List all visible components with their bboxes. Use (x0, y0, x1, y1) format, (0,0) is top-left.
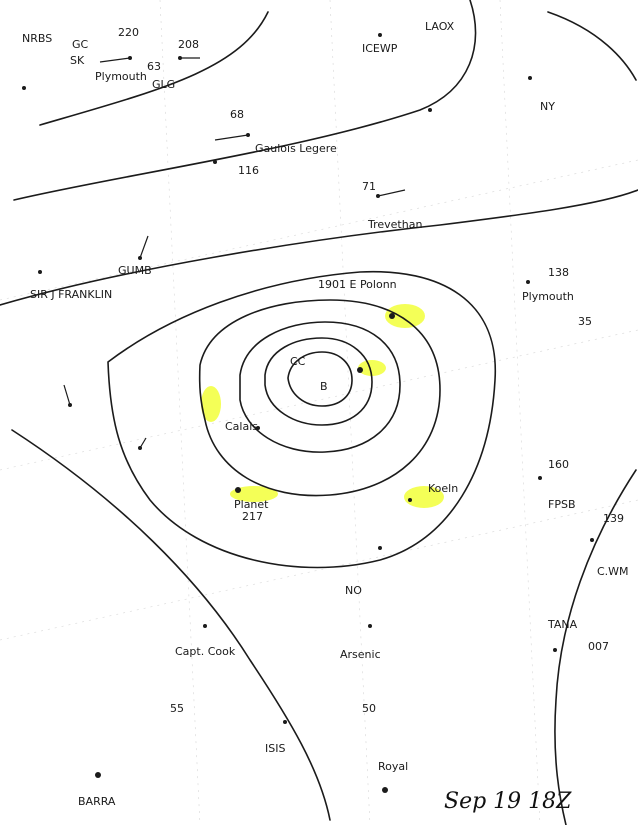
label-p220: 220 (118, 26, 139, 39)
station-17 (256, 426, 260, 430)
label-p55a: 55 (170, 702, 184, 715)
label-b: B (320, 380, 328, 393)
label-fpsb: FPSB (548, 498, 576, 511)
station-5 (528, 76, 532, 80)
isobar-ring-2 (239, 321, 401, 453)
isobar-outer-lobe (11, 429, 331, 821)
label-pol: 1901 E Polonn (318, 278, 397, 291)
label-p007: 007 (588, 640, 609, 653)
station-6 (428, 108, 432, 112)
highlight-2 (358, 360, 386, 376)
label-pl: Plymouth (95, 70, 147, 83)
label-aa: Arsenic (340, 648, 381, 661)
labels: NRBS GC 220 208 63 Plymouth SK ICEWP LAO… (22, 20, 629, 814)
label-p139: 139 (603, 512, 624, 525)
isobar-upper-arc (13, 0, 477, 201)
label-isis: ISIS (265, 742, 285, 755)
wind-barb-1 (99, 57, 131, 63)
label-gc: GC (72, 38, 89, 51)
label-bar: BARRA (78, 795, 116, 808)
station-16 (357, 367, 363, 373)
date-time-label: Sep 19 18Z (444, 789, 572, 814)
highlight-5 (404, 486, 444, 508)
label-glab: Gaulois Legere (255, 142, 337, 155)
station-27 (95, 772, 101, 778)
label-gl: GLG (152, 78, 175, 91)
label-ny: NY (540, 100, 555, 113)
label-laox: LAOX (425, 20, 455, 33)
stations (22, 33, 594, 793)
station-3 (22, 86, 26, 90)
label-tana: TANA (547, 618, 578, 631)
wind-barb-7 (214, 134, 249, 141)
station-21 (590, 538, 594, 542)
label-sir: SIR J FRANKLIN (30, 288, 112, 301)
label-gu: GUMB (118, 264, 152, 277)
label-cal: Calais (225, 420, 258, 433)
label-nr: NRBS (22, 32, 52, 45)
station-24 (368, 624, 372, 628)
highlight-3 (201, 386, 221, 422)
label-sk: SK (70, 54, 85, 67)
isobar-right-edge (547, 11, 637, 81)
label-no: NO (345, 584, 362, 597)
wind-barb-9 (377, 189, 406, 197)
label-pla: Planet (234, 498, 269, 511)
station-8 (213, 160, 217, 164)
isobar-ring-3 (198, 299, 441, 497)
highlight-1 (385, 304, 425, 328)
isobar-right-lower (554, 469, 637, 825)
label-p116: 116 (238, 164, 259, 177)
station-26 (283, 720, 287, 724)
isobar-ring-inner (287, 351, 353, 407)
wind-barb-11 (139, 235, 149, 259)
isobar-top-left (39, 11, 269, 126)
label-icew: ICEWP (362, 42, 398, 55)
label-rr: Royal (378, 760, 408, 773)
station-4 (378, 33, 382, 37)
label-p208: 208 (178, 38, 199, 51)
isobar-ring-outer (107, 270, 496, 569)
highlight-4 (230, 486, 278, 502)
label-kl: Koeln (428, 482, 458, 495)
wind-barb-14 (139, 437, 147, 449)
highlights (201, 304, 444, 508)
label-p160: 160 (548, 458, 569, 471)
label-cwm: C.WM (597, 565, 629, 578)
isobar-ring-1 (264, 337, 373, 426)
label-p71: 71 (362, 180, 376, 193)
label-p217: 217 (242, 510, 263, 523)
label-cc: CC (290, 355, 306, 368)
isobar-mid-long (0, 189, 638, 306)
station-28 (382, 787, 388, 793)
label-cook: Capt. Cook (175, 645, 236, 658)
label-p35: 35 (578, 315, 592, 328)
station-20 (538, 476, 542, 480)
station-25 (553, 648, 557, 652)
station-19 (408, 498, 412, 502)
station-15 (389, 313, 395, 319)
label-trev: Trevethan (367, 218, 422, 231)
station-12 (526, 280, 530, 284)
wind-barb-13 (63, 384, 71, 406)
label-p138: 138 (548, 266, 569, 279)
label-p68: 68 (230, 108, 244, 121)
label-p50: 50 (362, 702, 376, 715)
station-22 (378, 546, 382, 550)
label-c63: 63 (147, 60, 161, 73)
label-pl2: Plymouth (522, 290, 574, 303)
station-23 (203, 624, 207, 628)
station-18 (235, 487, 241, 493)
station-10 (38, 270, 42, 274)
